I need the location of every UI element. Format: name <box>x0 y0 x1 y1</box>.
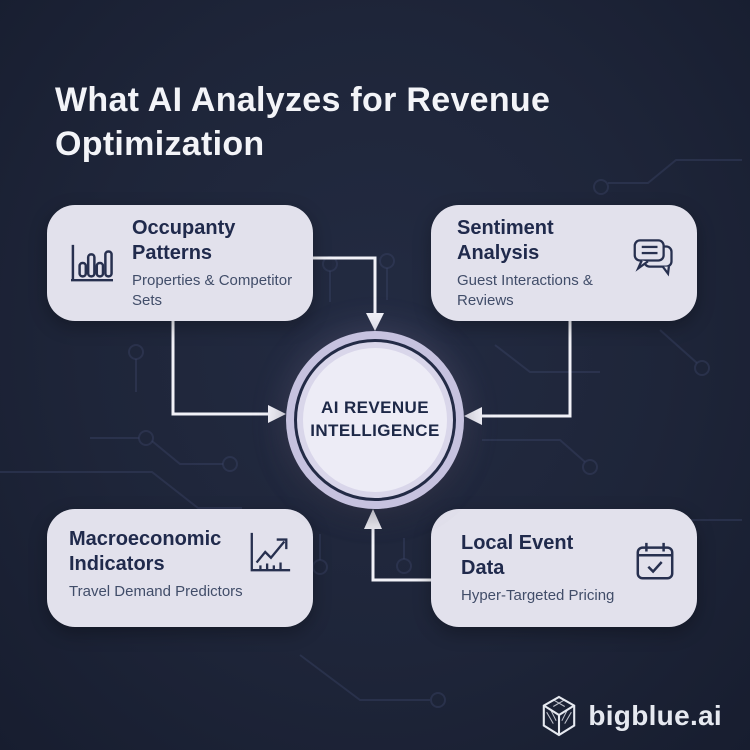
trend-chart-icon <box>247 529 293 575</box>
card-subtitle: Hyper-Targeted Pricing <box>461 586 615 604</box>
arrowhead-left-icon <box>464 407 482 425</box>
arrowhead-up-icon <box>364 509 382 529</box>
cube-icon <box>540 694 578 738</box>
hub-circle: AI REVENUE INTELLIGENCE <box>286 331 464 509</box>
card-title: Local Event Data <box>461 531 574 579</box>
arrow-sentiment-to-hub-right <box>480 320 572 418</box>
brand-logo: bigblue.ai <box>540 694 722 738</box>
card-sentiment-analysis: Sentiment Analysis Guest Interactions & … <box>431 205 697 321</box>
hub-label: AI REVENUE INTELLIGENCE <box>310 398 440 440</box>
card-occupancy-patterns: Occupanty Patterns Properties & Competit… <box>47 205 313 321</box>
hub-inner-circle: AI REVENUE INTELLIGENCE <box>303 348 447 492</box>
card-title: Occupanty Patterns <box>132 217 236 264</box>
arrow-local-event-to-hub-bottom <box>371 527 431 582</box>
card-title: Sentiment Analysis <box>457 217 554 264</box>
arrowhead-down-icon <box>366 313 384 331</box>
arrow-occupancy-to-hub-top <box>313 256 377 315</box>
hub-ring: AI REVENUE INTELLIGENCE <box>294 339 456 501</box>
brand-name: bigblue.ai <box>588 700 722 731</box>
poster-title: What AI Analyzes for Revenue Optimizatio… <box>55 81 551 164</box>
bar-chart-icon <box>69 242 115 284</box>
calendar-check-icon <box>633 540 677 584</box>
arrow-occupancy-to-hub-left <box>171 320 270 416</box>
card-local-event-data: Local Event Data Hyper-Targeted Pricing <box>431 509 697 627</box>
card-title: Macroeconomic Indicators <box>69 528 222 575</box>
arrowhead-right-icon <box>268 405 286 423</box>
card-subtitle: Guest Interactions & Reviews <box>457 272 593 309</box>
card-macroeconomic-indicators: Macroeconomic Indicators Travel Demand P… <box>47 509 313 627</box>
chat-bubbles-icon <box>631 236 677 278</box>
card-subtitle: Travel Demand Predictors <box>69 583 243 600</box>
card-subtitle: Properties & Competitor Sets <box>132 272 293 309</box>
